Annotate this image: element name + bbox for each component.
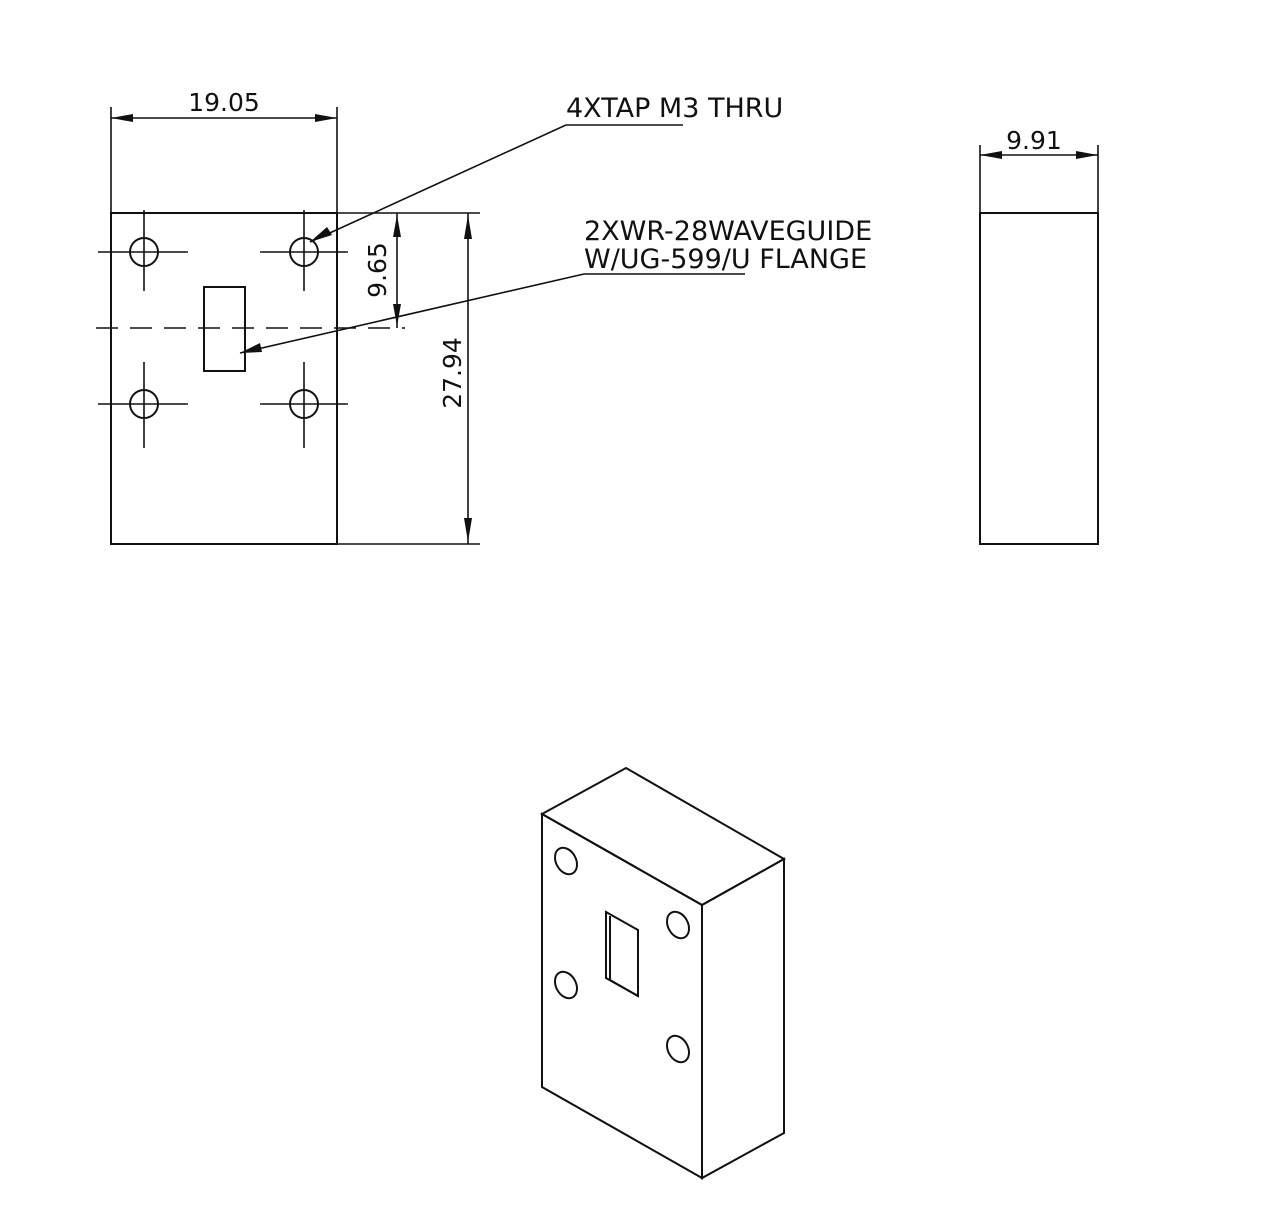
front-view: 19.05 9.65 27.94 4XTAP M3 THRU [96, 88, 872, 545]
iso-hole-bottom-right [665, 1034, 691, 1064]
holes-callout: 4XTAP M3 THRU [309, 93, 783, 243]
hole-bottom-left [98, 362, 188, 448]
waveguide-opening [203, 286, 246, 372]
waveguide-callout-line2: W/UG-599/U FLANGE [584, 244, 867, 275]
hole-bottom-right [260, 362, 348, 448]
thickness-dimension-label: 9.91 [1006, 126, 1062, 155]
iso-top-face [539, 766, 787, 907]
side-view-outline [979, 212, 1099, 545]
waveguide-callout-line1: 2XWR-28WAVEGUIDE [584, 216, 872, 247]
iso-right-face [701, 857, 785, 1180]
iso-front-face [541, 812, 703, 1180]
iso-hole-top-right [665, 910, 691, 940]
front-view-outline [110, 212, 338, 545]
isometric-view [539, 766, 787, 1180]
width-dimension-label: 19.05 [188, 88, 260, 117]
hole-offset-dimension: 9.65 [363, 213, 401, 328]
width-dimension: 19.05 [110, 88, 338, 213]
holes-callout-text: 4XTAP M3 THRU [566, 93, 783, 124]
side-view: 9.91 [979, 126, 1099, 545]
height-dimension-label: 27.94 [438, 337, 467, 409]
iso-hole-top-left [553, 846, 579, 876]
height-dimension: 27.94 [438, 213, 472, 544]
hole-offset-dimension-label: 9.65 [363, 242, 392, 298]
hole-top-right [260, 210, 348, 291]
hole-top-left [98, 210, 188, 291]
iso-hole-bottom-left [553, 970, 579, 1000]
waveguide-callout: 2XWR-28WAVEGUIDE W/UG-599/U FLANGE [239, 216, 872, 354]
